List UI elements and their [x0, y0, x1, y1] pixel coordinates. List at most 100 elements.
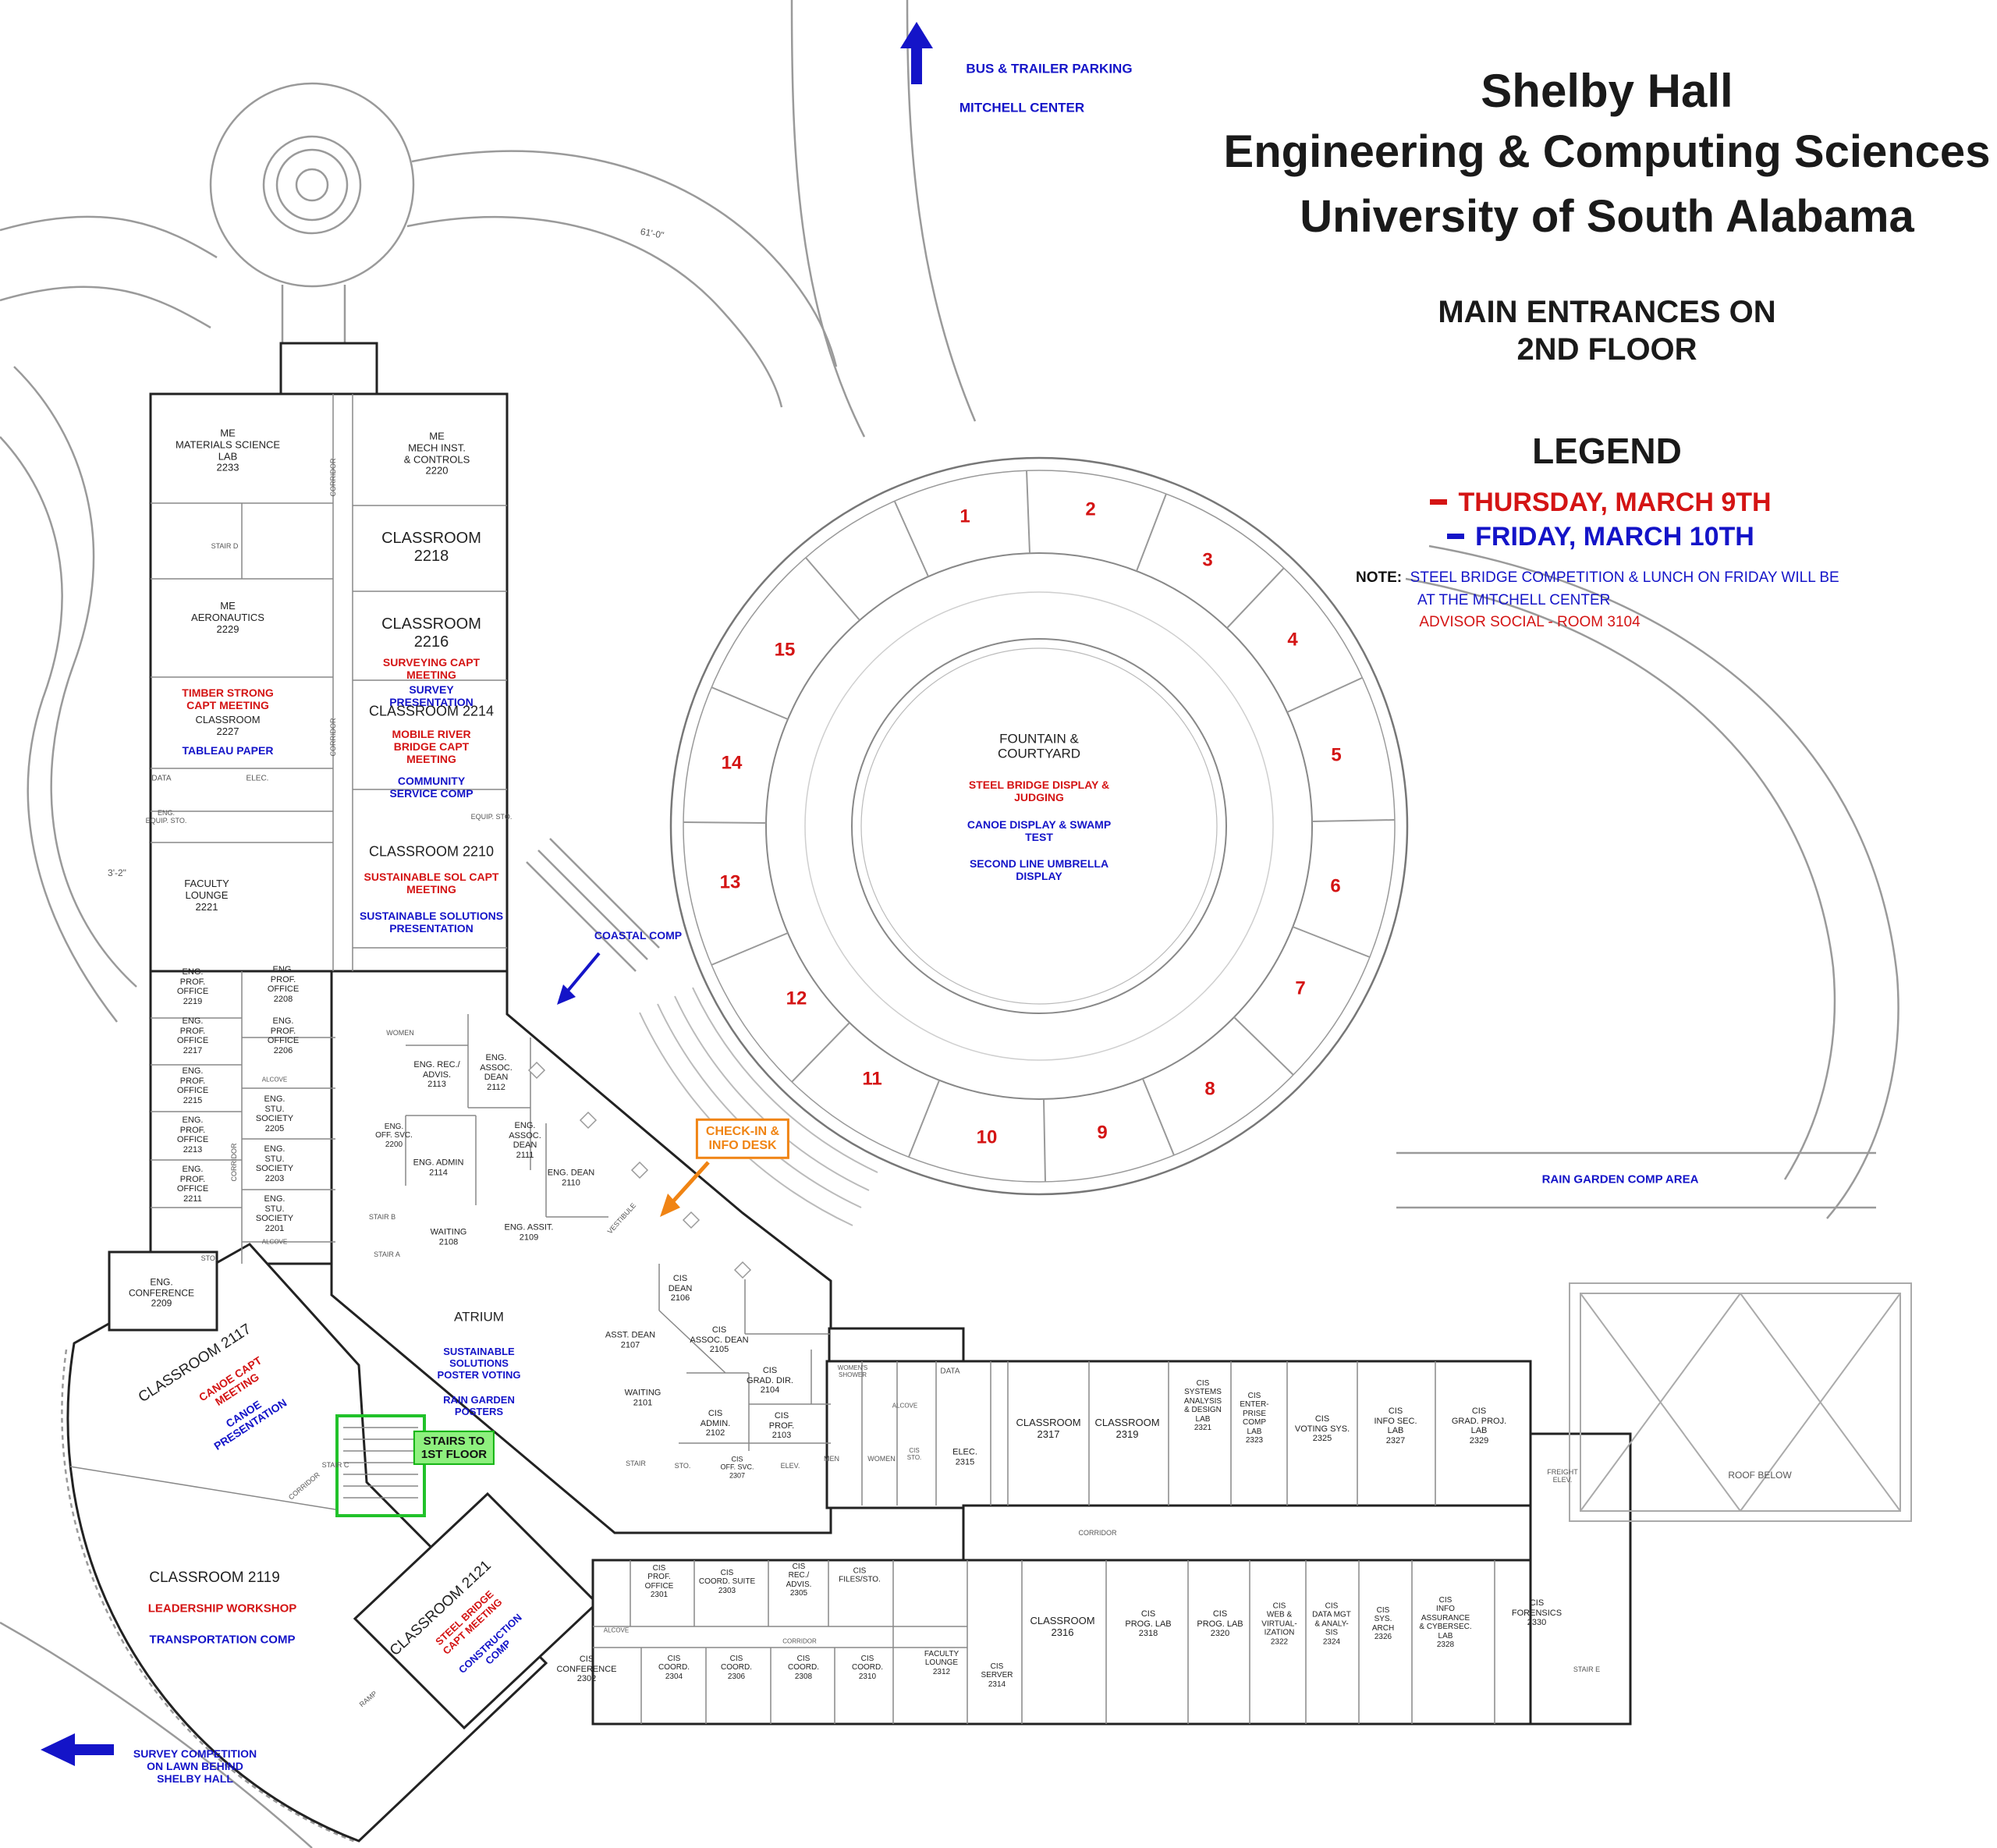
corridor-label: CORRIDOR — [782, 1637, 817, 1645]
note-text-line1: STEEL BRIDGE COMPETITION & LUNCH ON FRID… — [1402, 569, 1839, 586]
room-2216: CLASSROOM 2216 — [381, 615, 481, 651]
alcove-label: ALCOVE — [892, 1402, 918, 1410]
men-restroom-label: MEN — [824, 1454, 839, 1463]
room-2314: CIS SERVER 2314 — [981, 1662, 1013, 1689]
courtyard-station-10: 10 — [976, 1126, 998, 1148]
fountain-courtyard-label: FOUNTAIN & COURTYARD — [997, 731, 1081, 761]
room-2218: CLASSROOM 2218 — [381, 530, 481, 565]
room-2319: CLASSROOM 2319 — [1094, 1417, 1160, 1440]
offices-wing — [149, 970, 337, 1265]
page-title: Shelby Hall — [1481, 65, 1733, 117]
page-subtitle-2: University of South Alabama — [1300, 191, 1914, 242]
courtyard-station-12: 12 — [786, 988, 807, 1009]
legend-item-friday: FRIDAY, MARCH 10TH — [1211, 522, 1991, 552]
room-2318: CIS PROG. LAB 2318 — [1125, 1609, 1172, 1639]
event-poster-voting: SUSTAINABLE SOLUTIONS POSTER VOTING — [437, 1345, 521, 1381]
room-2327: CIS INFO SEC. LAB 2327 — [1374, 1406, 1417, 1445]
courtyard-station-5: 5 — [1331, 744, 1342, 766]
event-canoe-display-swamp-test: CANOE DISPLAY & SWAMP TEST — [967, 818, 1112, 843]
corridor-label: CORRIDOR — [229, 1143, 238, 1182]
atrium-label: ATRIUM — [454, 1309, 504, 1325]
legend-dash-thursday — [1430, 498, 1448, 505]
entrances-note-line1: MAIN ENTRANCES ON — [1438, 295, 1776, 329]
check-in-info-desk-label: CHECK-IN & INFO DESK — [695, 1118, 790, 1160]
room-2102: CIS ADMIN. 2102 — [700, 1409, 731, 1438]
advisor-social-note: ADVISOR SOCIAL - ROOM 3104 — [1419, 614, 1641, 630]
room-2219: ENG. PROF. OFFICE 2219 — [176, 967, 209, 1006]
room-2322: CIS WEB & VIRTUAL- IZATION 2322 — [1261, 1601, 1297, 1647]
room-2104: CIS GRAD. DIR. 2104 — [747, 1366, 793, 1396]
event-second-line-umbrella-display: SECOND LINE UMBRELLA DISPLAY — [969, 857, 1109, 882]
room-2200: ENG. OFF. SVC. 2200 — [375, 1122, 413, 1149]
cis-wing-north-bar — [825, 1360, 1532, 1509]
room-2324: CIS DATA MGT & ANALY- SIS 2324 — [1312, 1601, 1351, 1647]
atrium-block — [330, 970, 832, 1534]
alcove-label: ALCOVE — [261, 1076, 288, 1084]
room-2305: CIS REC./ ADVIS. 2305 — [786, 1562, 812, 1598]
corridor-label: CORRIDOR — [328, 718, 337, 757]
check-in-arrowhead-icon — [660, 1194, 680, 1217]
mitchell-center-label: MITCHELL CENTER — [959, 100, 1085, 115]
room-2113: ENG. REC./ ADVIS. 2113 — [413, 1060, 460, 1090]
roof-below-area — [1569, 1282, 1912, 1522]
stairs-to-1st-floor-label: STAIRS TO 1ST FLOOR — [413, 1430, 495, 1466]
room-2107: ASST. DEAN 2107 — [605, 1330, 656, 1350]
room-2312: FACULTY LOUNGE 2312 — [924, 1649, 959, 1676]
event-sustainable-sol-capt-meeting: SUSTAINABLE SOL CAPT MEETING — [364, 871, 499, 896]
room-2317: CLASSROOM 2317 — [1016, 1417, 1081, 1440]
room-2206: ENG. PROF. OFFICE 2206 — [267, 1016, 300, 1055]
event-rain-garden-comp-area: RAIN GARDEN COMP AREA — [1541, 1172, 1699, 1186]
roads — [0, 0, 1899, 1848]
event-steel-bridge-display-judging: STEEL BRIDGE DISPLAY & JUDGING — [968, 779, 1110, 803]
room-2201: ENG. STU. SOCIETY 2201 — [255, 1194, 294, 1233]
stair-e-label: STAIR E — [1573, 1665, 1601, 1673]
stair-c-label: STAIR C — [321, 1460, 349, 1469]
corridor-label: CORRIDOR — [328, 458, 337, 497]
annotation-arrows — [41, 22, 933, 1766]
elec-room-label: ELEC. — [246, 774, 269, 783]
roof-below-label: ROOF BELOW — [1728, 1470, 1792, 1481]
room-2106: CIS DEAN 2106 — [668, 1274, 693, 1304]
event-surveying-capt-meeting: SURVEYING CAPT MEETING — [382, 656, 481, 681]
bus-trailer-parking-label: BUS & TRAILER PARKING — [966, 61, 1133, 76]
room-2221: FACULTY LOUNGE 2221 — [184, 877, 229, 913]
conference-2209-block — [108, 1250, 218, 1332]
stair-b-label: STAIR B — [368, 1212, 396, 1221]
event-mobile-river-bridge: MOBILE RIVER BRIDGE CAPT MEETING — [392, 728, 471, 765]
room-2209: ENG. CONFERENCE 2209 — [128, 1276, 195, 1309]
room-2301: CIS PROF. OFFICE 2301 — [644, 1564, 674, 1600]
room-2304: CIS COORD. 2304 — [658, 1654, 690, 1681]
room-2316: CLASSROOM 2316 — [1030, 1615, 1095, 1638]
room-2310: CIS COORD. 2310 — [852, 1654, 883, 1681]
survey-competition-arrow-icon — [41, 1733, 114, 1766]
room-2119: CLASSROOM 2119 — [149, 1570, 280, 1587]
room-2233: ME MATERIALS SCIENCE LAB 2233 — [175, 427, 281, 474]
storage-label: STO. — [674, 1461, 691, 1470]
survey-competition-note: SURVEY COMPETITION ON LAWN BEHIND SHELBY… — [133, 1747, 257, 1785]
north-entrance-stub — [279, 342, 378, 398]
event-timber-strong-capt-meeting: TIMBER STRONG CAPT MEETING — [182, 686, 274, 711]
room-2306: CIS COORD. 2306 — [721, 1654, 752, 1681]
legend-item-thursday: THURSDAY, MARCH 9TH — [1211, 488, 1991, 518]
event-coastal-comp: COASTAL COMP — [594, 929, 683, 942]
room-2220: ME MECH INST. & CONTROLS 2220 — [403, 430, 470, 477]
data-room-label: DATA — [940, 1367, 960, 1376]
note-label: NOTE: — [1356, 569, 1403, 586]
room-2214: CLASSROOM 2214 — [368, 703, 495, 719]
legend-dash-friday — [1447, 533, 1465, 539]
equip-storage-label: ENG. EQUIP. STO. — [145, 808, 187, 825]
women-restroom-label: WOMEN — [386, 1028, 414, 1037]
room-2213: ENG. PROF. OFFICE 2213 — [176, 1115, 209, 1155]
stair-d-label: STAIR D — [211, 541, 239, 550]
corridor-label: CORRIDOR — [1078, 1528, 1117, 1537]
room-2203: ENG. STU. SOCIETY 2203 — [255, 1144, 294, 1183]
cis-wing-south-bar — [591, 1559, 1632, 1726]
event-sustainable-solutions-presentation: SUSTAINABLE SOLUTIONS PRESENTATION — [359, 910, 504, 935]
colonnade-columns — [527, 1061, 752, 1279]
buildings — [66, 342, 1632, 1843]
room-2330: CIS FORENSICS 2330 — [1511, 1598, 1562, 1628]
courtyard-station-15: 15 — [774, 639, 796, 661]
room-2211: ENG. PROF. OFFICE 2211 — [176, 1164, 209, 1204]
event-rain-garden-posters: RAIN GARDEN POSTERS — [443, 1394, 515, 1417]
